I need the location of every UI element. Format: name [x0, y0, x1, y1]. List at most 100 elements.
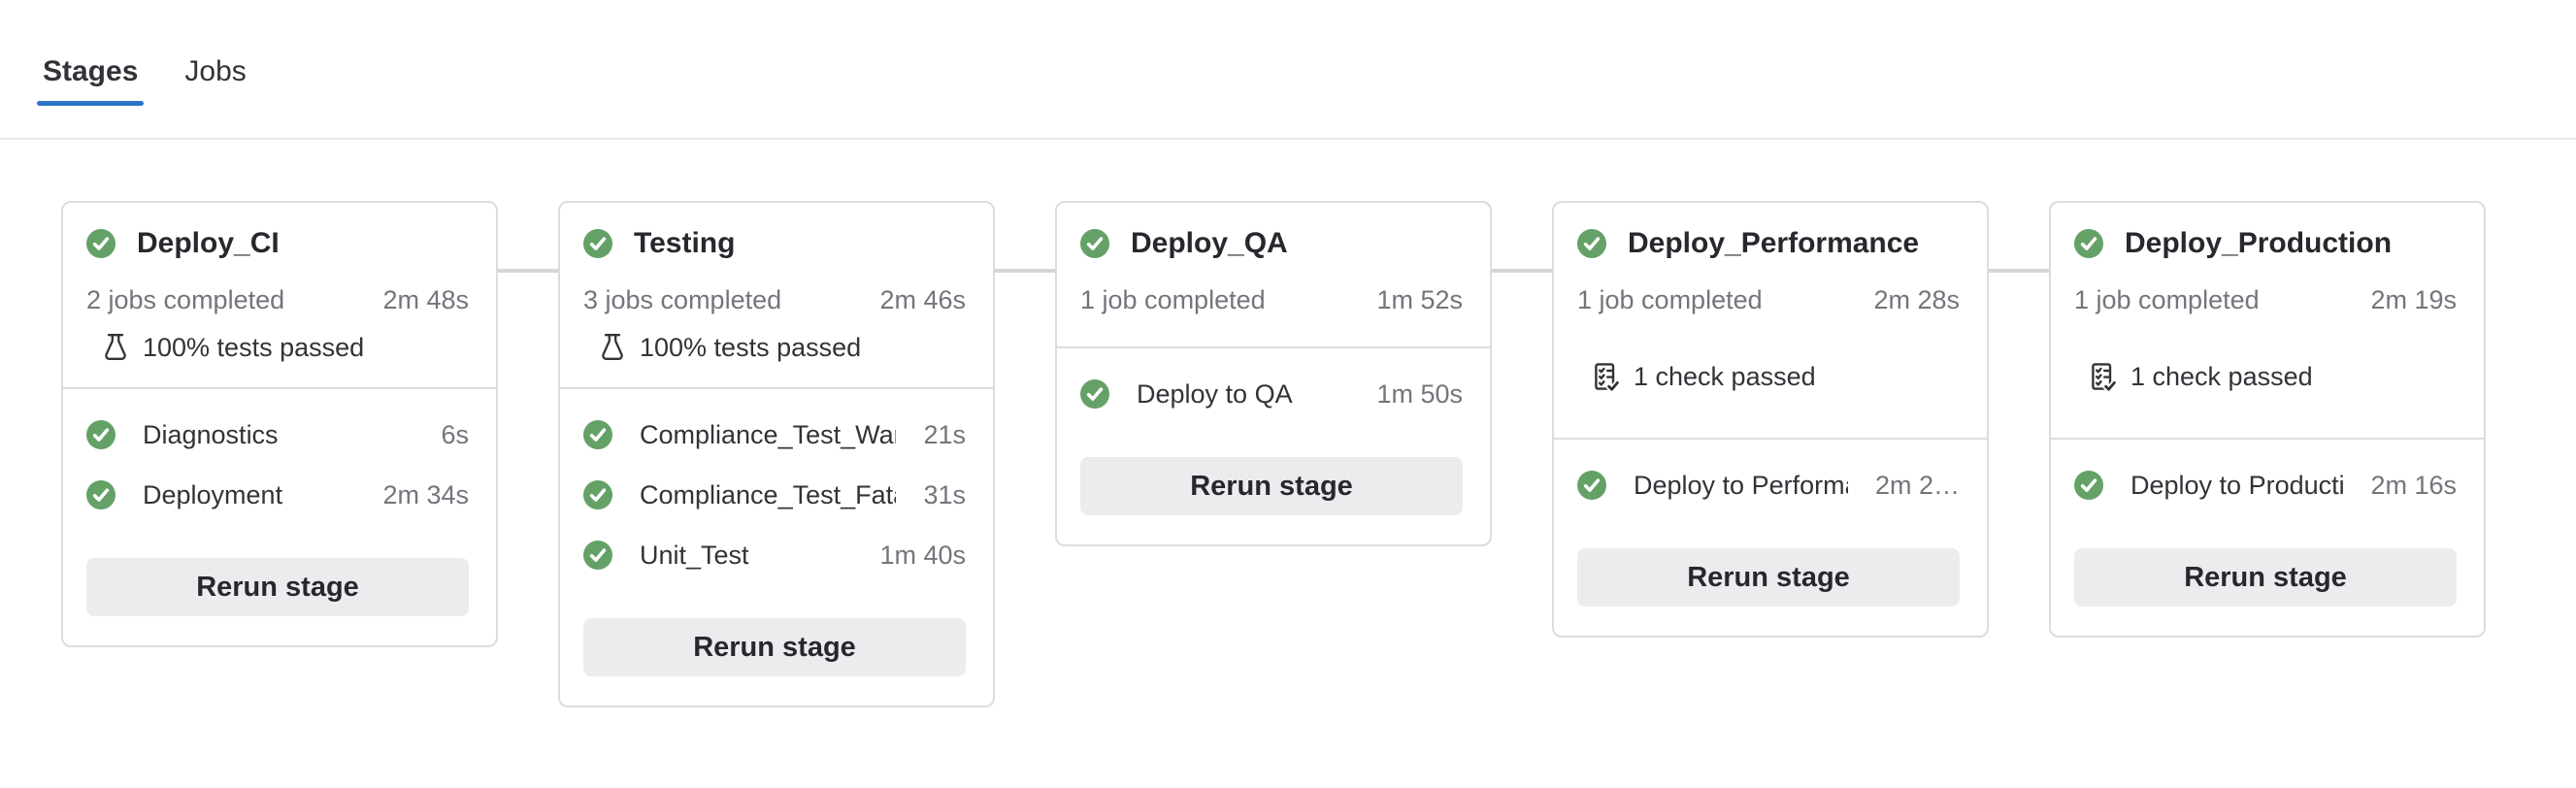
stage-title-row: Deploy_QA — [1080, 226, 1463, 261]
rerun-stage-button[interactable]: Rerun stage — [583, 618, 966, 676]
job-name: Compliance_Test_Warning — [640, 419, 896, 449]
tab-bar: Stages Jobs — [0, 0, 2576, 140]
stage-card: Deploy_QA 1 job completed 1m 52s Deploy … — [1055, 201, 1492, 546]
stage-stats-row: 1 job completed 2m 19s — [2074, 284, 2457, 315]
job-name: Deployment — [143, 479, 283, 509]
stage-title-row: Deploy_CI — [86, 226, 469, 261]
stage-card: Testing 3 jobs completed 2m 46s 100% tes… — [558, 201, 995, 707]
check-circle-icon — [583, 541, 612, 570]
job-duration: 2m 34s — [382, 479, 469, 509]
check-circle-icon — [2074, 229, 2103, 258]
job-duration: 21s — [923, 419, 966, 449]
stage-duration: 2m 48s — [382, 285, 469, 314]
stage-summary-row: 100% tests passed — [100, 331, 469, 364]
job-name: Compliance_Test_Fatal — [640, 479, 897, 509]
job-list: Compliance_Test_Warning 21s Compliance_T… — [583, 405, 966, 585]
stage-card-body: Deploy to QA 1m 50s Rerun stage — [1057, 346, 1490, 544]
job-row[interactable]: Compliance_Test_Fatal 31s — [583, 465, 966, 525]
job-name: Deploy to QA — [1137, 378, 1293, 409]
stage-summary-row: 1 check passed — [1591, 360, 1960, 393]
stage-summary-text: 100% tests passed — [640, 333, 862, 362]
check-circle-icon — [1577, 471, 1606, 500]
rerun-stage-button[interactable]: Rerun stage — [2074, 548, 2457, 607]
job-row[interactable]: Diagnostics 6s — [86, 405, 469, 465]
pipeline-stages: Deploy_CI 2 jobs completed 2m 48s 100% t… — [61, 201, 2486, 707]
stage-duration: 2m 28s — [1873, 285, 1960, 314]
flask-icon — [597, 332, 628, 363]
job-duration: 2m 16s — [2370, 470, 2457, 500]
stage-card-header: Deploy_CI 2 jobs completed 2m 48s 100% t… — [63, 203, 496, 387]
stage-title: Deploy_CI — [137, 227, 280, 259]
job-name: Diagnostics — [143, 419, 279, 449]
tab-stages[interactable]: Stages — [37, 56, 145, 106]
stage-jobs-completed: 1 job completed — [1080, 285, 1266, 314]
stage-summary-text: 100% tests passed — [143, 333, 365, 362]
stage-title: Deploy_QA — [1131, 227, 1288, 259]
stage-duration: 2m 46s — [879, 285, 966, 314]
job-duration: 31s — [923, 479, 966, 509]
job-row[interactable]: Compliance_Test_Warning 21s — [583, 405, 966, 465]
stage-stats-row: 3 jobs completed 2m 46s — [583, 284, 966, 315]
check-circle-icon — [1080, 379, 1109, 409]
stage-jobs-completed: 3 jobs completed — [583, 285, 782, 314]
stage-summary-text: 1 check passed — [1634, 362, 1816, 391]
job-duration: 1m 40s — [879, 540, 966, 570]
checklist-icon — [2088, 361, 2119, 392]
check-circle-icon — [86, 420, 116, 449]
rerun-stage-button[interactable]: Rerun stage — [1080, 457, 1463, 515]
stage-card: Deploy_Production 1 job completed 2m 19s… — [2049, 201, 2486, 638]
job-list: Diagnostics 6s Deployment 2m 34s — [86, 405, 469, 525]
job-duration: 1m 50s — [1376, 378, 1463, 409]
stage-title: Deploy_Performance — [1628, 227, 1920, 259]
stage-title-row: Deploy_Performance — [1577, 226, 1960, 261]
stage-summary-text: 1 check passed — [2130, 362, 2313, 391]
stage-duration: 1m 52s — [1376, 285, 1463, 314]
stage-stats-row: 1 job completed 2m 28s — [1577, 284, 1960, 315]
stage-title: Deploy_Production — [2125, 227, 2393, 259]
job-row[interactable]: Deploy to Performan… 2m 2… — [1577, 455, 1960, 515]
job-name: Deploy to Performan… — [1634, 470, 1848, 500]
rerun-stage-button[interactable]: Rerun stage — [86, 558, 469, 616]
check-circle-icon — [1577, 229, 1606, 258]
check-circle-icon — [1080, 229, 1109, 258]
check-circle-icon — [86, 480, 116, 509]
check-circle-icon — [86, 229, 116, 258]
stage-card-body: Deploy to Performan… 2m 2… Rerun stage — [1554, 438, 1987, 636]
stage-jobs-completed: 1 job completed — [1577, 285, 1763, 314]
check-circle-icon — [583, 480, 612, 509]
job-list: Deploy to Performan… 2m 2… — [1577, 455, 1960, 515]
stage-stats-row: 1 job completed 1m 52s — [1080, 284, 1463, 315]
job-list: Deploy to Production 2m 16s — [2074, 455, 2457, 515]
stage-title-row: Testing — [583, 226, 966, 261]
check-circle-icon — [583, 229, 612, 258]
stage-duration: 2m 19s — [2370, 285, 2457, 314]
job-row[interactable]: Deployment 2m 34s — [86, 465, 469, 525]
job-row[interactable]: Deploy to Production 2m 16s — [2074, 455, 2457, 515]
stage-title-row: Deploy_Production — [2074, 226, 2457, 261]
check-circle-icon — [2074, 471, 2103, 500]
stage-card: Deploy_Performance 1 job completed 2m 28… — [1552, 201, 1989, 638]
check-circle-icon — [583, 420, 612, 449]
stage-summary-row: 100% tests passed — [597, 331, 966, 364]
stage-stats-row: 2 jobs completed 2m 48s — [86, 284, 469, 315]
flask-icon — [100, 332, 131, 363]
stage-card-header: Testing 3 jobs completed 2m 46s 100% tes… — [560, 203, 993, 387]
stage-jobs-completed: 2 jobs completed — [86, 285, 285, 314]
stage-jobs-completed: 1 job completed — [2074, 285, 2260, 314]
job-name: Deploy to Production — [2130, 470, 2344, 500]
job-row[interactable]: Deploy to QA 1m 50s — [1080, 364, 1463, 424]
stage-summary-row: 1 check passed — [2088, 360, 2457, 393]
job-list: Deploy to QA 1m 50s — [1080, 364, 1463, 424]
stage-card-body: Deploy to Production 2m 16s Rerun stage — [2051, 438, 2484, 636]
stage-card-header: Deploy_QA 1 job completed 1m 52s — [1057, 203, 1490, 346]
stage-card-body: Diagnostics 6s Deployment 2m 34s Rerun s… — [63, 387, 496, 645]
job-row[interactable]: Unit_Test 1m 40s — [583, 525, 966, 585]
rerun-stage-button[interactable]: Rerun stage — [1577, 548, 1960, 607]
stage-card: Deploy_CI 2 jobs completed 2m 48s 100% t… — [61, 201, 498, 647]
tab-jobs[interactable]: Jobs — [179, 56, 251, 106]
job-name: Unit_Test — [640, 540, 749, 570]
job-duration: 6s — [441, 419, 469, 449]
stage-card-header: Deploy_Production 1 job completed 2m 19s… — [2051, 203, 2484, 438]
job-duration: 2m 2… — [1874, 470, 1960, 500]
stage-card-header: Deploy_Performance 1 job completed 2m 28… — [1554, 203, 1987, 438]
